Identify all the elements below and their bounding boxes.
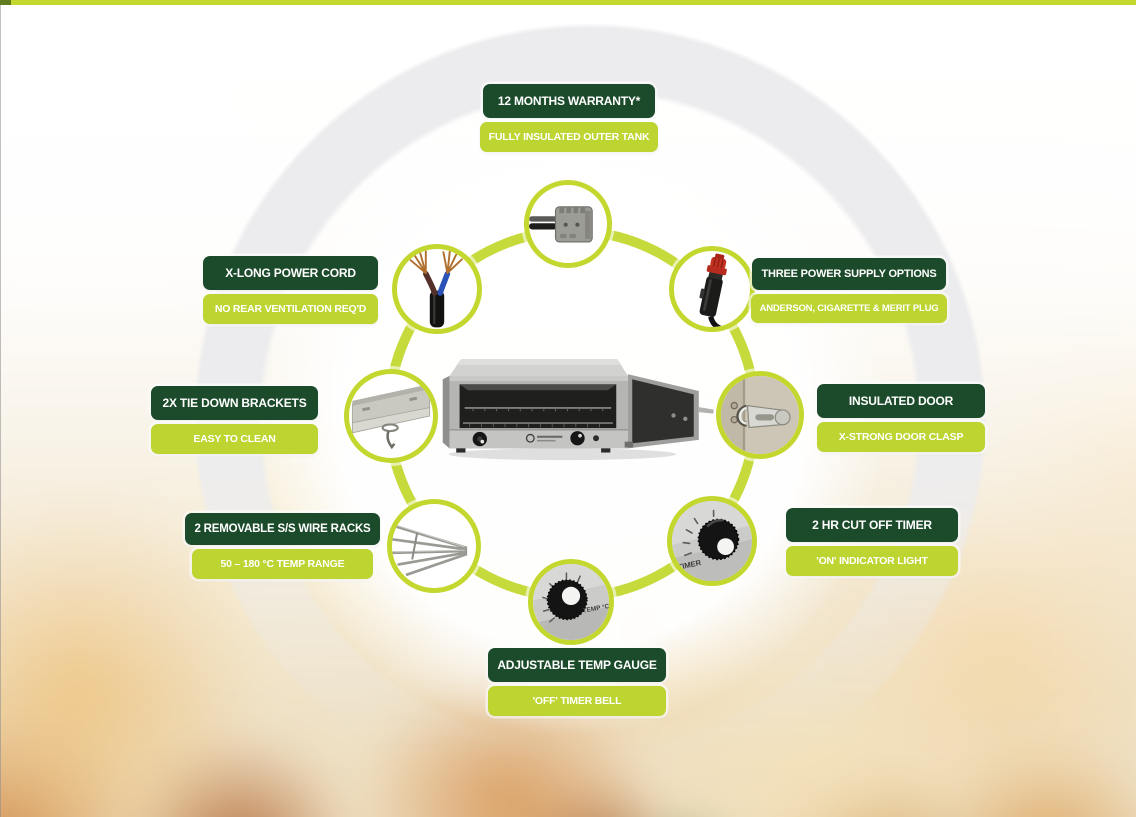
icon-circle-wire-racks bbox=[387, 499, 481, 593]
feature-power-cord-secondary: NO REAR VENTILATION REQ'D bbox=[203, 294, 378, 324]
feature-wire-racks-primary: 2 REMOVABLE S/S WIRE RACKS bbox=[185, 513, 380, 545]
feature-tie-down-brackets: 2X TIE DOWN BRACKETS EASY TO CLEAN bbox=[151, 386, 318, 454]
door-clasp-icon bbox=[721, 376, 799, 454]
icon-circle-anderson-plug bbox=[524, 180, 612, 268]
icon-circle-cigarette-plug bbox=[669, 246, 755, 332]
feature-insulated-door-primary: INSULATED DOOR bbox=[817, 384, 985, 418]
power-cord-icon bbox=[409, 250, 463, 328]
feature-temp-gauge-primary: ADJUSTABLE TEMP GAUGE bbox=[488, 648, 666, 682]
tie-down-bracket-icon bbox=[351, 384, 431, 450]
feature-temp-gauge-secondary: 'OFF' TIMER BELL bbox=[488, 686, 666, 716]
feature-temp-gauge: ADJUSTABLE TEMP GAUGE 'OFF' TIMER BELL bbox=[488, 648, 666, 716]
feature-insulated-door-secondary: X-STRONG DOOR CLASP bbox=[817, 422, 985, 452]
feature-power-supply: THREE POWER SUPPLY OPTIONS ANDERSON, CIG… bbox=[750, 258, 948, 323]
feature-tie-down-primary: 2X TIE DOWN BRACKETS bbox=[151, 386, 318, 420]
feature-power-supply-secondary: ANDERSON, CIGARETTE & MERIT PLUG bbox=[750, 294, 948, 323]
oven-illustration bbox=[442, 359, 714, 461]
anderson-plug-icon bbox=[529, 206, 593, 243]
feature-insulated-door: INSULATED DOOR X-STRONG DOOR CLASP bbox=[817, 384, 985, 452]
top-accent-bar bbox=[0, 0, 1136, 5]
icon-circle-power-cord bbox=[392, 244, 482, 334]
temp-knob-icon: TEMP °C bbox=[533, 564, 609, 640]
feature-cut-off-timer: 2 HR CUT OFF TIMER 'ON' INDICATOR LIGHT bbox=[786, 508, 958, 576]
top-accent-bar-end bbox=[0, 0, 11, 5]
icon-circle-timer-knob: TIMER bbox=[667, 496, 757, 586]
feature-tie-down-secondary: EASY TO CLEAN bbox=[151, 424, 318, 454]
feature-power-cord-primary: X-LONG POWER CORD bbox=[203, 256, 378, 290]
icon-circle-temp-knob: TEMP °C bbox=[528, 559, 614, 645]
wire-racks-icon bbox=[392, 524, 468, 576]
left-edge-line bbox=[0, 5, 1, 817]
feature-cut-off-timer-secondary: 'ON' INDICATOR LIGHT bbox=[786, 546, 958, 576]
feature-wire-racks-secondary: 50 – 180 °C TEMP RANGE bbox=[192, 549, 373, 579]
feature-warranty: 12 MONTHS WARRANTY* FULLY INSULATED OUTE… bbox=[479, 84, 659, 152]
feature-power-cord: X-LONG POWER CORD NO REAR VENTILATION RE… bbox=[203, 256, 378, 324]
feature-warranty-primary: 12 MONTHS WARRANTY* bbox=[483, 84, 655, 118]
feature-wire-racks: 2 REMOVABLE S/S WIRE RACKS 50 – 180 °C T… bbox=[185, 513, 380, 579]
oven-photo bbox=[436, 354, 714, 466]
icon-circle-tie-down-bracket bbox=[344, 369, 438, 463]
icon-circle-door-clasp bbox=[716, 371, 804, 459]
feature-warranty-secondary: FULLY INSULATED OUTER TANK bbox=[479, 122, 659, 152]
feature-cut-off-timer-primary: 2 HR CUT OFF TIMER bbox=[786, 508, 958, 542]
feature-power-supply-primary: THREE POWER SUPPLY OPTIONS bbox=[752, 258, 946, 290]
cigarette-plug-icon bbox=[699, 253, 727, 327]
timer-knob-icon: TIMER bbox=[672, 501, 752, 581]
